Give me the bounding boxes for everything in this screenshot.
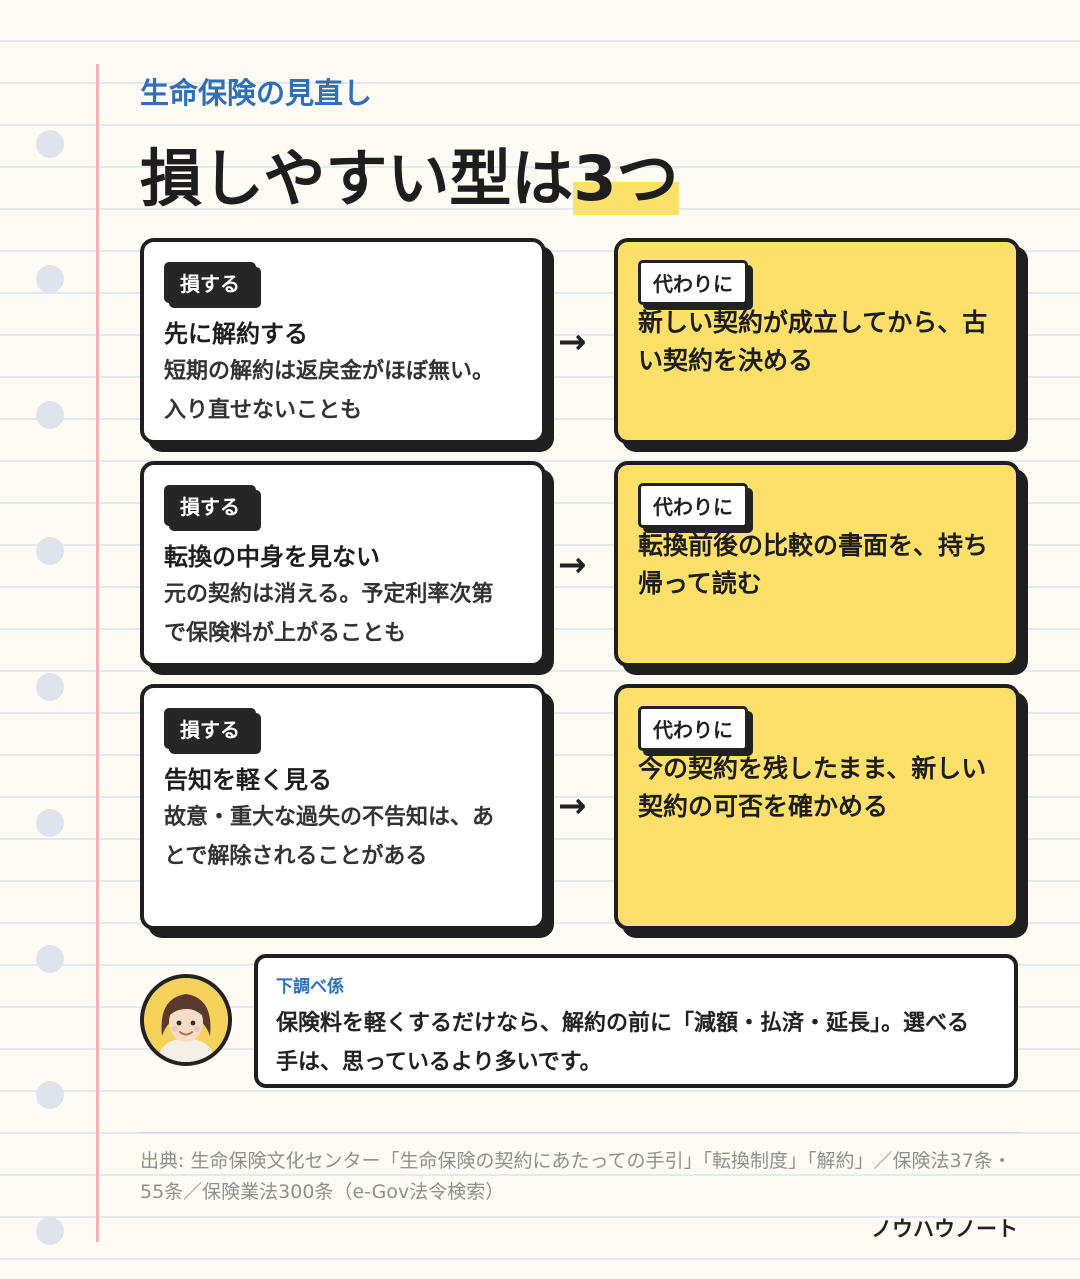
bad-description: 短期の解約は返戻金がほぼ無い。入り直せないことも (164, 359, 495, 423)
comment-text: 保険料を軽くするだけなら、解約の前に「減額・払済・延長」。選べる手は、思っている… (276, 1011, 970, 1075)
bad-card: 損する 先に解約する 短期の解約は返戻金がほぼ無い。入り直せないことも (140, 238, 546, 444)
binder-hole-icon (36, 1081, 64, 1109)
source-citation: 出典: 生命保険文化センター「生命保険の契約にあたっての手引」「転換制度」「解約… (140, 1150, 1012, 1203)
right-arrow-icon: → (558, 786, 587, 826)
bad-card: 損する 転換の中身を見ない 元の契約は消える。予定利率次第で保険料が上がることも (140, 461, 546, 667)
binder-hole-icon (36, 809, 64, 837)
binder-hole-icon (36, 945, 64, 973)
binder-hole-icon (36, 401, 64, 429)
alternative-card: 代わりに 新しい契約が成立してから、古い契約を決める (614, 238, 1020, 444)
bad-tag: 損する (164, 485, 256, 526)
right-arrow-icon: → (558, 322, 587, 362)
alternative-text: 今の契約を残したまま、新しい契約の可否を確かめる (638, 754, 987, 821)
binder-hole-icon (36, 130, 64, 158)
page-title: 損しやすい型は3つ (140, 128, 679, 218)
notebook-margin-line (96, 64, 99, 1242)
woman-avatar-icon (144, 978, 228, 1062)
comment-role: 下調べ係 (276, 977, 344, 997)
alternative-text: 転換前後の比較の書面を、持ち帰って読む (638, 531, 989, 598)
bad-tag: 損する (164, 262, 256, 303)
page-subtitle: 生命保険の見直し (140, 76, 373, 110)
bad-title: 告知を軽く見る (164, 766, 332, 794)
alternative-card: 代わりに 今の契約を残したまま、新しい契約の可否を確かめる (614, 684, 1020, 930)
alternative-tag: 代わりに (638, 260, 748, 305)
alternative-text: 新しい契約が成立してから、古い契約を決める (638, 308, 988, 375)
footer-divider (140, 1132, 1020, 1133)
binder-hole-icon (36, 673, 64, 701)
bad-description: 元の契約は消える。予定利率次第で保険料が上がることも (164, 582, 494, 646)
bad-tag: 損する (164, 708, 256, 749)
bad-card: 損する 告知を軽く見る 故意・重大な過失の不告知は、あとで解除されることがある (140, 684, 546, 930)
bad-title: 先に解約する (164, 320, 308, 348)
binder-hole-icon (36, 1217, 64, 1245)
brand-name: ノウハウノート (871, 1217, 1018, 1241)
title-highlight: 3つ (573, 142, 679, 215)
comment-bubble: 下調べ係 保険料を軽くするだけなら、解約の前に「減額・払済・延長」。選べる手は、… (254, 954, 1018, 1088)
alternative-tag: 代わりに (638, 483, 748, 528)
alternative-tag: 代わりに (638, 706, 748, 751)
avatar (140, 974, 232, 1066)
binder-hole-icon (36, 537, 64, 565)
alternative-card: 代わりに 転換前後の比較の書面を、持ち帰って読む (614, 461, 1020, 667)
right-arrow-icon: → (558, 545, 587, 585)
bad-title: 転換の中身を見ない (164, 543, 380, 571)
title-main: 損しやすい型は (140, 142, 574, 215)
binder-hole-icon (36, 265, 64, 293)
bad-description: 故意・重大な過失の不告知は、あとで解除されることがある (164, 805, 495, 869)
